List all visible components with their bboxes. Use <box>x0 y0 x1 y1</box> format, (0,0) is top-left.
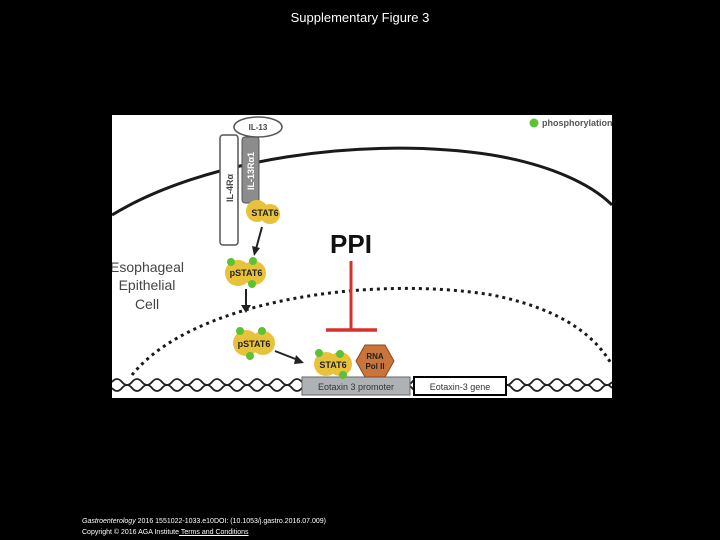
nuclear-stat6-blob-b <box>328 352 352 376</box>
il13-ligand <box>233 116 283 138</box>
arrowhead-3 <box>294 355 304 364</box>
rna-pol-label-2: Pol II <box>365 362 384 371</box>
pstat6-1-label: pSTAT6 <box>230 268 263 278</box>
phospho-dot <box>315 349 323 357</box>
il4ra-label: IL-4Rα <box>225 174 235 203</box>
phospho-dot <box>258 327 266 335</box>
legend-phospho-dot <box>529 118 539 128</box>
citation-line-1: Gastroenterology 2016 1551022-1033.e10DO… <box>82 516 326 527</box>
ppi-label: PPI <box>330 229 372 259</box>
phospho-dot <box>248 280 256 288</box>
nuclear-stat6-label: STAT6 <box>319 360 346 370</box>
phospho-dot <box>249 257 257 265</box>
promoter-box <box>301 376 411 396</box>
pstat6-2-blob-b <box>251 331 275 355</box>
slide-title: Supplementary Figure 3 <box>290 10 430 25</box>
arrowhead-2 <box>241 305 251 313</box>
citation-copyright: Copyright © 2016 AGA Institute <box>82 529 179 536</box>
cell-membrane <box>112 146 612 217</box>
cell-label-1: Esophageal <box>112 259 184 275</box>
cell-label-2: Epithelial <box>119 277 176 293</box>
arrow-to-promoter <box>274 350 299 361</box>
pstat6-2-blob-a <box>233 330 259 356</box>
il13-label: IL-13 <box>249 123 268 132</box>
citation-journal: Gastroenterology <box>82 518 136 525</box>
gene-box <box>413 376 507 396</box>
pathway-diagram: Eotaxin 3 promoter Eotaxin-3 gene phosph… <box>112 116 612 396</box>
pstat6-2-label: pSTAT6 <box>238 339 271 349</box>
phospho-dot <box>227 258 235 266</box>
phospho-dot <box>246 352 254 360</box>
gene-label: Eotaxin-3 gene <box>430 382 491 392</box>
arrow-stat6-to-pstat6 <box>255 226 263 250</box>
arrowhead-1 <box>252 246 260 256</box>
legend-label: phosphorylation <box>542 118 612 128</box>
il4ra-receptor <box>219 134 239 246</box>
terms-link[interactable]: Terms and Conditions <box>179 529 249 536</box>
citation: Gastroenterology 2016 1551022-1033.e10DO… <box>82 516 326 538</box>
pathway-figure: Eotaxin 3 promoter Eotaxin-3 gene phosph… <box>112 115 612 398</box>
stat6-label: STAT6 <box>251 208 278 218</box>
citation-line-2: Copyright © 2016 AGA Institute Terms and… <box>82 527 326 538</box>
il13ra1-label: IL-13Rα1 <box>246 152 256 190</box>
promoter-label: Eotaxin 3 promoter <box>318 382 394 392</box>
cell-label-3: Cell <box>135 296 159 312</box>
phospho-dot <box>339 371 347 379</box>
citation-ref: 2016 1551022-1033.e10DOI: (10.1053/j.gas… <box>135 518 327 525</box>
pstat6-1-blob-b <box>242 261 266 285</box>
rna-pol-label-1: RNA <box>366 352 384 361</box>
phospho-dot <box>236 327 244 335</box>
rna-pol-ii <box>355 344 395 378</box>
stat6-blob-b <box>260 204 280 224</box>
phospho-dot <box>336 350 344 358</box>
